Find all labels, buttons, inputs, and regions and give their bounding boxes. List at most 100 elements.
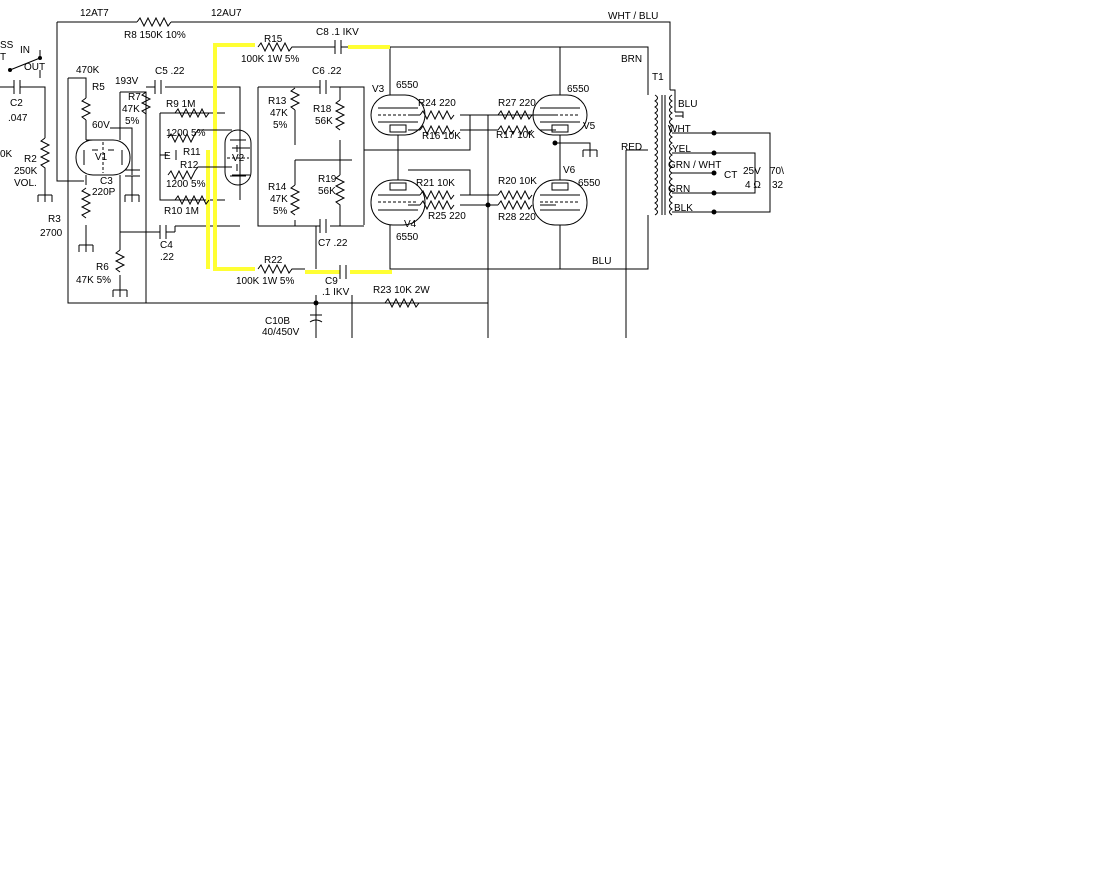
v70-label: 70\ [770,166,784,177]
r18-value: 56K [315,116,333,127]
v4-label: V4 [404,219,417,230]
r3-label: R3 [48,214,61,225]
c4-label: C4 [160,240,173,251]
v4-type: 6550 [396,232,419,243]
switch-left2-label: T [0,52,6,63]
r22-value: 100K 1W 5% [236,276,294,287]
resistor-r5 [80,97,92,121]
r17-label: R17 10K [496,130,535,141]
c2-value: .047 [8,113,28,124]
c10b-label: C10B [265,316,290,327]
resistor-r12 [167,166,232,181]
resistor-r3 [80,187,92,219]
r20-label: R20 10K [498,176,537,187]
n32-label: 32 [772,180,784,191]
r6-label: R6 [96,262,109,273]
resistor-r7 [140,91,152,115]
junctions [313,140,558,306]
r3-value: 2700 [40,228,63,239]
resistor-r13 [289,87,301,111]
resistor-r15 [257,41,335,53]
v1-label: V1 [95,152,108,163]
resistor-r2-pot [39,137,51,195]
c9-label: C9 [325,276,338,287]
capacitor-c4 [159,225,175,239]
ground-icon [124,194,140,202]
c5-label: C5 .22 [155,66,185,77]
r13-label: R13 [268,96,287,107]
tube-v3 [370,94,426,136]
resistor-r19 [334,174,346,226]
tube-v1 [75,139,131,176]
r23-label: R23 10K 2W [373,285,430,296]
r7-label: R7 [128,92,141,103]
ohm4-label: 4 Ω [745,180,761,191]
resistor-r20 [497,189,533,201]
r10-label: R10 1M [164,206,199,217]
c4-value: .22 [160,252,174,263]
resistor-r27 [497,109,533,121]
switch-in-label: IN [20,45,30,56]
ground-icon [582,149,598,157]
resistor-r22 [257,263,305,275]
tube-v4 [370,179,426,226]
r14-tolerance: 5% [273,206,288,217]
grounds [37,111,684,297]
output-transformer-t1 [654,89,771,216]
v60-label: 60V [92,120,110,131]
r18-label: R18 [313,104,332,115]
capacitor-c7 [319,219,327,233]
component-labels: 12AT7 12AU7 R8 150K 10% WHT / BLU SS T I… [0,8,784,338]
c3-value: 220P [92,187,116,198]
capacitor-c9 [339,265,347,279]
r19-label: R19 [318,174,337,185]
ct-label: CT [724,170,737,181]
v6-label: V6 [563,165,576,176]
red-label: RED [621,142,642,153]
resistor-r18 [334,99,346,131]
c3-label: C3 [100,176,113,187]
r2-value: 250K [14,166,38,177]
r5-value: 470K [76,65,100,76]
wht-tap-label: WHT [668,124,691,135]
tube-v1-type-label: 12AT7 [80,8,109,19]
resistor-r23 [384,297,420,309]
v3-type: 6550 [396,80,419,91]
resistor-r17 [497,124,533,136]
resistor-r11 [167,129,232,144]
r5-label: R5 [92,82,105,93]
v3-label: V3 [372,84,385,95]
tube-v2-type-label: 12AU7 [211,8,242,19]
resistors [39,16,533,309]
blu-bottom-label: BLU [592,256,611,267]
r14-label: R14 [268,182,287,193]
r16-label: R16 10K [422,131,461,142]
c10b-value: 40/450V [262,327,300,338]
r2-label: R2 [24,154,37,165]
r11a-label: 1200 5% [166,128,206,139]
r19-value: 56K [318,186,336,197]
t1-label: T1 [652,72,664,83]
c9-value: .1 IKV [322,287,350,298]
c8-label: C8 .1 IKV [316,27,359,38]
resistor-r14 [289,184,301,216]
r24-label: R24 220 [418,98,456,109]
v25-label: 25V [743,166,761,177]
grn-tap-label: GRN [668,184,690,195]
switch-left-label: SS [0,40,14,51]
v6-type: 6550 [578,178,601,189]
switch-out-label: OUT [24,62,45,73]
input-switch [8,50,42,78]
ground-icon [112,289,128,297]
e-mark: E [164,151,171,162]
grn-wht-tap-label: GRN / WHT [668,160,721,171]
vacuum-tubes [75,94,588,226]
blu-tap-label: BLU [678,99,697,110]
k-left-label: 0K [0,149,13,160]
resistor-r28 [497,199,533,211]
r15-value: 100K 1W 5% [241,54,299,65]
capacitor-c5 [154,80,162,94]
vol-label: VOL. [14,178,37,189]
r7-value: 47K [122,104,140,115]
